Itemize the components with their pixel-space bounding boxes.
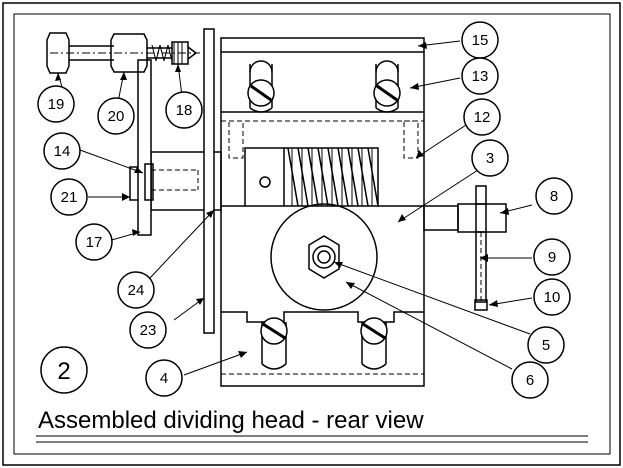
callout-13: 13 [461,57,499,95]
svg-text:23: 23 [140,322,157,339]
svg-text:24: 24 [128,282,145,299]
svg-text:4: 4 [160,370,168,387]
svg-text:6: 6 [526,372,534,389]
callout-10: 10 [533,278,571,316]
index-plate [203,28,215,334]
plunger-assembly [46,32,200,74]
inner-frame [13,13,611,455]
callout-14: 14 [43,132,81,170]
callout-8: 8 [535,177,573,215]
callout-18: 18 [165,91,203,129]
callout-21: 21 [50,178,88,216]
svg-text:3: 3 [486,150,494,167]
svg-text:13: 13 [472,68,489,85]
svg-text:17: 17 [86,234,103,251]
detent-arm [137,59,154,236]
lower-slot-left [260,317,288,370]
spindle-nut [308,235,340,279]
upper-slot-left [247,60,275,113]
upper-slot-right [373,60,401,113]
svg-text:12: 12 [474,109,491,126]
callout-20: 20 [97,97,135,135]
arrowheads [55,42,509,358]
svg-text:21: 21 [61,189,78,206]
figure-number: 2 [40,346,88,394]
svg-text:9: 9 [548,249,556,266]
svg-text:20: 20 [108,108,125,125]
svg-text:8: 8 [550,188,558,205]
hidden-lines-upper [221,120,424,159]
callout-3: 3 [471,139,509,177]
worm-wheel [270,203,378,311]
svg-text:18: 18 [176,102,193,119]
locking-handle [423,185,507,311]
callout-6: 6 [511,361,549,399]
svg-text:2: 2 [57,358,70,385]
svg-text:10: 10 [544,289,561,306]
callout-19: 19 [37,85,75,123]
callout-15: 15 [461,21,499,59]
callout-5: 5 [527,326,565,364]
figure-caption: Assembled dividing head - rear view [38,407,424,434]
callout-17: 17 [75,223,113,261]
worm-assembly [244,147,379,207]
svg-text:15: 15 [472,32,489,49]
svg-text:5: 5 [542,337,550,354]
callout-24: 24 [117,271,155,309]
callout-4: 4 [145,359,183,397]
leader-lines [57,40,533,376]
callout-12: 12 [463,98,501,136]
svg-text:19: 19 [48,96,65,113]
lower-slot-right [360,317,388,370]
svg-text:14: 14 [54,143,71,160]
callout-9: 9 [533,238,571,276]
callout-23: 23 [129,311,167,349]
